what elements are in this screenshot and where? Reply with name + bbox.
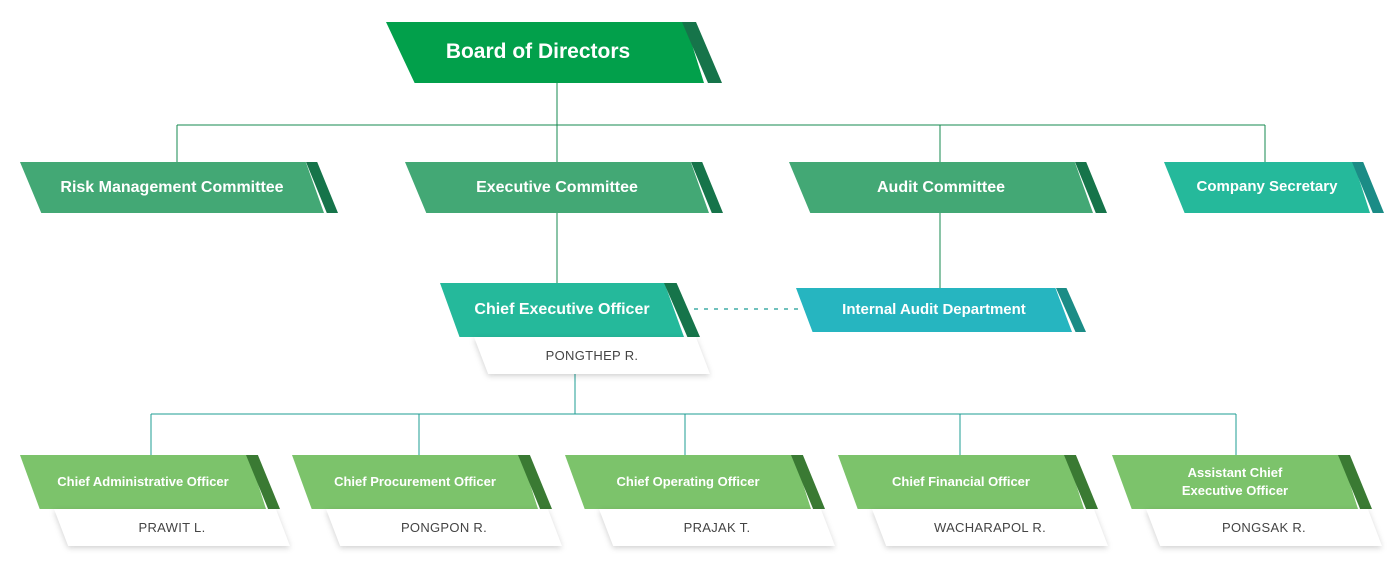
officer-label-cpo: Chief Procurement Officer: [334, 474, 496, 490]
officer-label-cfo: Chief Financial Officer: [892, 474, 1030, 490]
company-secretary-box: Company Secretary: [1164, 162, 1370, 213]
officer-label-cao: Chief Administrative Officer: [57, 474, 229, 490]
board-of-directors-node: Board of Directors: [386, 22, 722, 83]
officer-person-cfo: WACHARAPOL R.: [872, 509, 1108, 546]
officer-person-cpo: PONGPON R.: [326, 509, 562, 546]
officer-person-cao: PRAWIT L.: [54, 509, 290, 546]
officer-box-cpo: Chief Procurement Officer: [292, 455, 538, 509]
company-secretary-node: Company Secretary: [1164, 162, 1384, 213]
board-of-directors-label: Board of Directors: [445, 40, 631, 64]
internal-audit-node: Internal Audit Department: [796, 288, 1086, 332]
ceo-node: Chief Executive Officer: [440, 283, 700, 337]
officer-name-card-coo: PRAJAK T.: [599, 509, 835, 546]
officer-name-card-cao: PRAWIT L.: [54, 509, 290, 546]
ceo-box: Chief Executive Officer: [440, 283, 684, 337]
officer-node-cpo: Chief Procurement Officer: [292, 455, 552, 509]
company-secretary-label: Company Secretary: [1196, 178, 1338, 196]
officer-label-coo: Chief Operating Officer: [616, 474, 760, 490]
ceo-person-name: PONGTHEP R.: [474, 337, 710, 374]
officer-name-card-cpo: PONGPON R.: [326, 509, 562, 546]
risk-management-committee-box: Risk Management Committee: [20, 162, 324, 213]
officer-node-coo: Chief Operating Officer: [565, 455, 825, 509]
audit-committee-box: Audit Committee: [789, 162, 1093, 213]
executive-committee-label: Executive Committee: [476, 178, 638, 196]
officer-person-coo: PRAJAK T.: [599, 509, 835, 546]
audit-committee-label: Audit Committee: [877, 178, 1005, 196]
board-of-directors-box: Board of Directors: [386, 22, 704, 83]
officer-box-cfo: Chief Financial Officer: [838, 455, 1084, 509]
ceo-label: Chief Executive Officer: [474, 301, 650, 319]
officer-label-acting: Assistant Chief Executive Officer: [1181, 465, 1289, 498]
executive-committee-box: Executive Committee: [405, 162, 709, 213]
officer-node-cao: Chief Administrative Officer: [20, 455, 280, 509]
officer-node-cfo: Chief Financial Officer: [838, 455, 1098, 509]
executive-committee-node: Executive Committee: [405, 162, 723, 213]
officer-box-acting: Assistant Chief Executive Officer: [1112, 455, 1358, 509]
officer-name-card-acting: PONGSAK R.: [1146, 509, 1382, 546]
internal-audit-box: Internal Audit Department: [796, 288, 1072, 332]
risk-management-committee-node: Risk Management Committee: [20, 162, 338, 213]
ceo-name-card: PONGTHEP R.: [474, 337, 710, 374]
officer-name-card-cfo: WACHARAPOL R.: [872, 509, 1108, 546]
officer-box-coo: Chief Operating Officer: [565, 455, 811, 509]
audit-committee-node: Audit Committee: [789, 162, 1107, 213]
risk-management-committee-label: Risk Management Committee: [60, 178, 284, 196]
officer-box-cao: Chief Administrative Officer: [20, 455, 266, 509]
internal-audit-label: Internal Audit Department: [842, 300, 1026, 318]
officer-person-acting: PONGSAK R.: [1146, 509, 1382, 546]
officer-node-acting: Assistant Chief Executive Officer: [1112, 455, 1372, 509]
